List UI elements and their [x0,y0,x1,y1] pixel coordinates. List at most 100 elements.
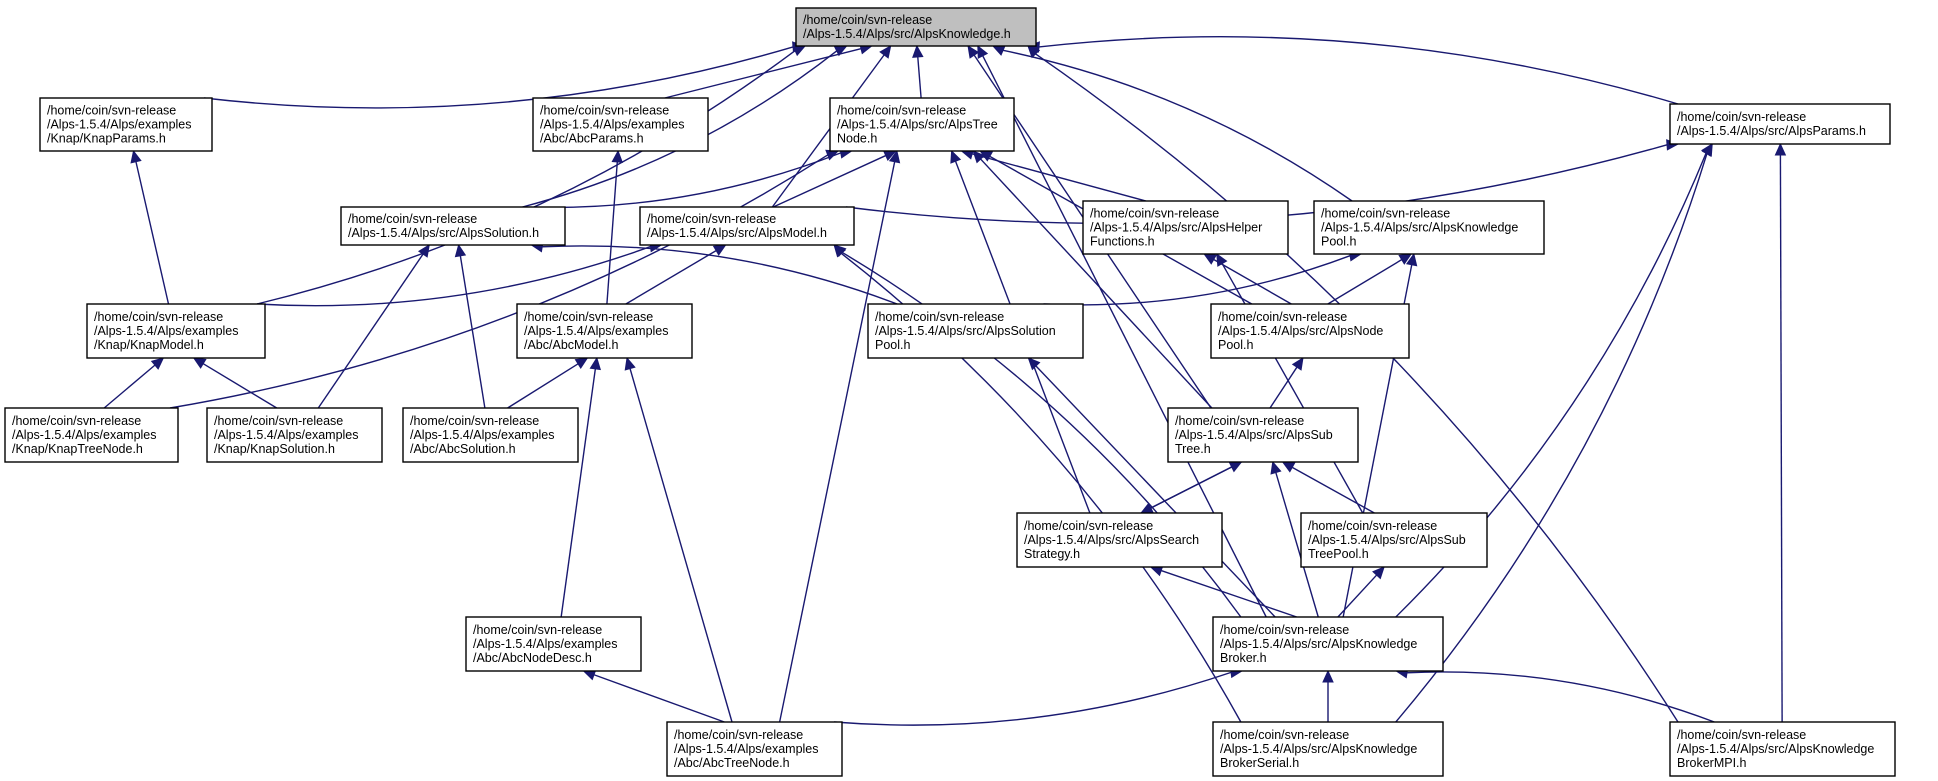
node-label-line: Pool.h [875,338,910,352]
header-node-abcTreeNode[interactable]: /home/coin/svn-release/Alps-1.5.4/Alps/e… [666,721,843,777]
header-node-abcModel[interactable]: /home/coin/svn-release/Alps-1.5.4/Alps/e… [516,303,693,359]
dependency-edge [625,244,727,305]
header-node-knapParams[interactable]: /home/coin/svn-release/Alps-1.5.4/Alps/e… [39,97,213,152]
node-label-line: /Alps-1.5.4/Alps/src/AlpsNode [1218,324,1383,338]
header-node-knapSolution[interactable]: /home/coin/svn-release/Alps-1.5.4/Alps/e… [206,407,383,463]
node-label-line: /home/coin/svn-release [1220,623,1349,637]
node-label-line: /Knap/KnapParams.h [47,132,166,146]
dependency-edge [523,147,853,209]
dependency-edge [972,150,1213,409]
dependency-edge [1270,460,1319,618]
node-label-line: /home/coin/svn-release [47,104,176,118]
node-box [1210,303,1410,359]
dependency-edge [507,357,589,409]
header-node-knowledgePool[interactable]: /home/coin/svn-release/Alps-1.5.4/Alps/s… [1313,200,1545,255]
node-box [829,97,1015,152]
header-node-treeNode[interactable]: /home/coin/svn-release/Alps-1.5.4/Alps/s… [829,97,1015,152]
header-node-knapTreeNode[interactable]: /home/coin/svn-release/Alps-1.5.4/Alps/e… [4,407,179,463]
edge-line [560,368,597,618]
node-label-line: /Alps-1.5.4/Alps/src/AlpsModel.h [647,226,827,240]
node-box [1212,721,1444,777]
node-box [639,206,855,246]
node-label-line: /Alps-1.5.4/Alps/examples [410,428,555,442]
edge-line [771,54,885,208]
edge-line [1160,569,1297,618]
node-label-line: /home/coin/svn-release [1024,519,1153,533]
node-box [402,407,579,463]
header-node-broker[interactable]: /home/coin/svn-release/Alps-1.5.4/Alps/s… [1212,616,1444,672]
header-node-knowledge[interactable]: /home/coin/svn-release/Alps-1.5.4/Alps/s… [795,7,1037,47]
edge-line [625,249,717,305]
header-node-params[interactable]: /home/coin/svn-release/Alps-1.5.4/Alps/s… [1669,103,1891,145]
header-node-abcSolution[interactable]: /home/coin/svn-release/Alps-1.5.4/Alps/e… [402,407,579,463]
edge-line [1407,671,1715,723]
node-label-line: /Knap/KnapTreeNode.h [12,442,143,456]
edge-line [1269,366,1298,409]
edge-line [103,364,156,409]
edge-line [169,154,829,409]
node-label-line: /Abc/AbcSolution.h [410,442,516,456]
dependency-edge [192,357,278,409]
header-node-model[interactable]: /home/coin/svn-release/Alps-1.5.4/Alps/s… [639,206,855,246]
header-node-abcParams[interactable]: /home/coin/svn-release/Alps-1.5.4/Alps/e… [532,97,709,152]
arrowhead-icon [967,44,980,59]
node-label-line: /home/coin/svn-release [837,104,966,118]
header-node-solutionPool[interactable]: /home/coin/svn-release/Alps-1.5.4/Alps/s… [867,303,1084,359]
arrowhead-icon [1139,502,1154,514]
node-label-line: /home/coin/svn-release [1220,728,1349,742]
node-label-line: Functions.h [1090,235,1155,249]
dependency-edge [1322,669,1334,722]
edge-line [459,255,486,409]
arrowhead-icon [1027,357,1041,371]
header-node-helper[interactable]: /home/coin/svn-release/Alps-1.5.4/Alps/s… [1082,200,1289,255]
arrowhead-icon [972,150,986,164]
node-label-line: /home/coin/svn-release [1308,519,1437,533]
node-label-line: /home/coin/svn-release [1321,207,1450,221]
node-label-line: /Alps-1.5.4/Alps/src/AlpsTree [837,118,998,132]
node-label-line: /Alps-1.5.4/Alps/examples [214,428,359,442]
dependency-edge [778,149,901,723]
dependency-edge [317,244,430,409]
header-node-knapModel[interactable]: /home/coin/svn-release/Alps-1.5.4/Alps/e… [86,303,266,359]
dependency-edge [169,149,840,409]
edge-line [1327,259,1403,305]
edge-line [317,253,424,409]
node-label-line: /Alps-1.5.4/Alps/src/AlpsHelper [1090,221,1262,235]
node-label-line: /home/coin/svn-release [875,310,1004,324]
node-label-line: Broker.h [1220,651,1267,665]
arrowhead-icon [1281,461,1296,473]
node-label-line: /home/coin/svn-release [1677,728,1806,742]
header-node-abcNodeDesc[interactable]: /home/coin/svn-release/Alps-1.5.4/Alps/e… [465,616,642,672]
edge-line [1150,461,1242,509]
header-node-solution[interactable]: /home/coin/svn-release/Alps-1.5.4/Alps/s… [340,206,566,246]
node-box [795,7,1037,47]
node-box [39,97,213,152]
edge-line [1035,365,1276,618]
node-label-line: /Alps-1.5.4/Alps/src/AlpsSolution.h [348,226,539,240]
node-label-line: /Abc/AbcModel.h [524,338,619,352]
node-box [206,407,383,463]
dependency-edge [771,45,892,208]
arrowhead-icon [454,243,467,258]
dependency-edge [103,357,165,409]
edge-line [980,158,1213,409]
node-label-line: /home/coin/svn-release [12,414,141,428]
header-node-searchStrategy[interactable]: /home/coin/svn-release/Alps-1.5.4/Alps/s… [1016,512,1223,568]
header-node-subTree[interactable]: /home/coin/svn-release/Alps-1.5.4/Alps/s… [1167,407,1359,463]
node-label-line: /Knap/KnapModel.h [94,338,204,352]
header-node-brokerMPI[interactable]: /home/coin/svn-release/Alps-1.5.4/Alps/s… [1669,721,1896,777]
node-label-line: /Alps-1.5.4/Alps/src/AlpsParams.h [1677,124,1866,138]
header-node-brokerSerial[interactable]: /home/coin/svn-release/Alps-1.5.4/Alps/s… [1212,721,1444,777]
arrowhead-icon [912,44,924,58]
node-label-line: /home/coin/svn-release [214,414,343,428]
node-label-line: /home/coin/svn-release [1218,310,1347,324]
node-box [1167,407,1359,463]
header-node-subTreePool[interactable]: /home/coin/svn-release/Alps-1.5.4/Alps/s… [1300,512,1488,568]
node-box [666,721,843,777]
dependency-edge [912,44,924,99]
dependency-edge [1327,253,1413,305]
arrowhead-icon [1405,252,1418,267]
arrowhead-icon [1027,45,1041,59]
header-node-nodePool[interactable]: /home/coin/svn-release/Alps-1.5.4/Alps/s… [1210,303,1410,359]
edge-line [1043,255,1351,306]
